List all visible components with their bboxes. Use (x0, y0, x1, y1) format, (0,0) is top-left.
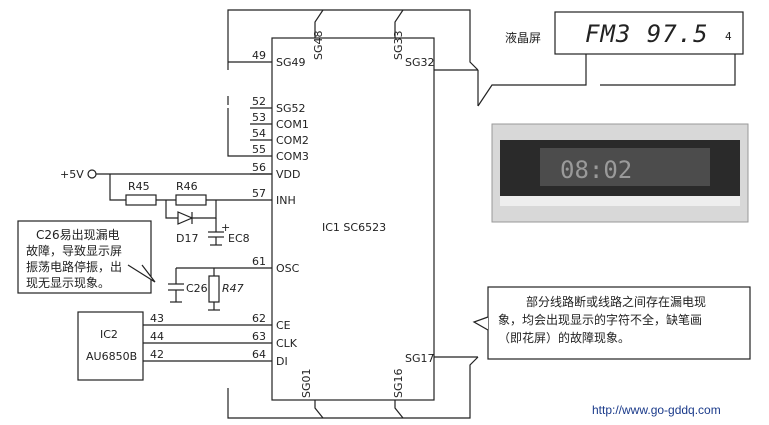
display-photo: 08:02 (491, 123, 749, 223)
c26-label: C26 (186, 282, 208, 295)
pin-num: 49 (252, 49, 266, 62)
pin-num: 54 (252, 127, 266, 140)
watermark-url: http://www.go-gddq.com (592, 403, 721, 417)
pin-num: 63 (252, 330, 266, 343)
r45-label: R45 (128, 180, 150, 193)
note-line: （即花屏）的故障现象。 (498, 330, 630, 345)
note-line: 故障，导致显示屏 (26, 243, 122, 258)
pin-label: COM1 (276, 118, 309, 131)
pin-label: DI (276, 355, 288, 368)
pin-label-sg33: SG33 (392, 30, 405, 60)
left-pins: 49 SG49 52 SG52 53 COM1 54 COM2 55 COM3 … (252, 49, 309, 368)
ic2-pin: 44 (150, 330, 164, 343)
pin-label-sg16: SG16 (392, 368, 405, 398)
pin-label: COM3 (276, 150, 309, 163)
pin-label: SG52 (276, 102, 306, 115)
supply-label: +5V (60, 168, 84, 181)
pin-label: OSC (276, 262, 300, 275)
pin-num: 55 (252, 143, 266, 156)
left-note: C26易出现漏电 故障，导致显示屏 振荡电路停振，出 现无显示现象。 (26, 228, 122, 290)
photo-display-text: 08:02 (560, 156, 632, 184)
pin-num: 61 (252, 255, 266, 268)
pin-label: INH (276, 194, 296, 207)
pin-num: 52 (252, 95, 266, 108)
lcd-small-digit: 4 (725, 30, 732, 43)
note-line: 象，均会出现显示的字符不全，缺笔画 (498, 312, 702, 327)
ic1-name: IC1 SC6523 (322, 221, 386, 234)
pin-label-sg32: SG32 (405, 56, 435, 69)
pin-label: CLK (276, 337, 298, 350)
ec8-plus: + (221, 221, 230, 234)
lcd-panel (554, 11, 744, 55)
pin-label: SG49 (276, 56, 306, 69)
ic2-name: IC2 (100, 328, 118, 341)
note-line: 振荡电路停振，出 (26, 259, 122, 274)
ic2-pin: 43 (150, 312, 164, 325)
ic2-pin: 42 (150, 348, 164, 361)
note-line: 部分线路断或线路之间存在漏电现 (526, 294, 706, 309)
pin-num: 56 (252, 161, 266, 174)
note-line: C26易出现漏电 (36, 228, 120, 242)
pin-num: 57 (252, 187, 266, 200)
pin-label: COM2 (276, 134, 309, 147)
pin-label-sg48: SG48 (312, 30, 325, 60)
lcd-label: 液晶屏 (505, 30, 541, 45)
pin-num: 53 (252, 111, 266, 124)
r46-label: R46 (176, 180, 198, 193)
d17-label: D17 (176, 232, 198, 245)
ic2-body (77, 311, 144, 381)
pin-num: 64 (252, 348, 266, 361)
ec8-label: EC8 (228, 232, 250, 245)
pin-label-sg01: SG01 (300, 368, 313, 398)
pin-label-sg17: SG17 (405, 352, 435, 365)
lcd-display-text: FM3 97.5 (585, 20, 709, 48)
r47-label: R47 (222, 282, 244, 295)
right-note: 部分线路断或线路之间存在漏电现 象，均会出现显示的字符不全，缺笔画 （即花屏）的… (498, 294, 706, 345)
ic1-body (271, 37, 435, 401)
pin-label: CE (276, 319, 291, 332)
ic2-part: AU6850B (86, 350, 137, 363)
pin-num: 62 (252, 312, 266, 325)
pin-label: VDD (276, 168, 300, 181)
note-line: 现无显示现象。 (26, 276, 110, 290)
